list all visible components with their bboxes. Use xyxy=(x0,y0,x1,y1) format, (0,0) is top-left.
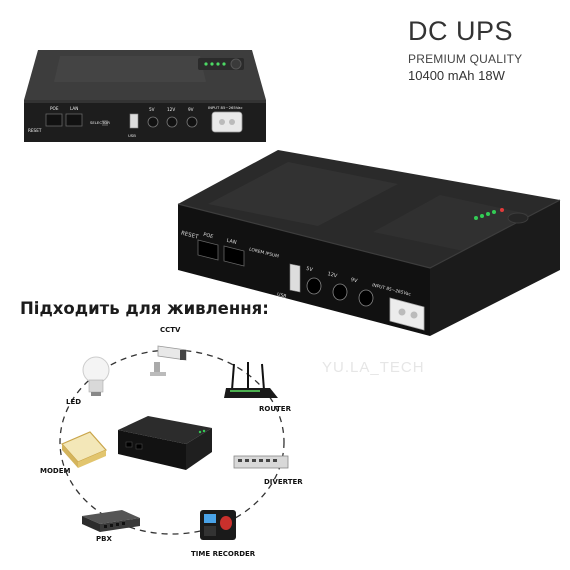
diverter-icon xyxy=(233,455,289,469)
large-9v-label: 9V xyxy=(350,277,358,285)
modem-icon xyxy=(60,431,108,468)
product-title: DC UPS xyxy=(408,16,514,46)
label-led: LED xyxy=(66,398,82,406)
small-lan-label: LAN xyxy=(70,106,78,111)
small-9v-label: 9V xyxy=(188,107,194,112)
product-subtitle: PREMIUM QUALITY xyxy=(408,52,523,66)
large-5v-label: 5V xyxy=(305,266,313,274)
label-time-recorder: TIME RECORDER xyxy=(191,550,256,558)
center-ups-icon xyxy=(118,416,212,470)
label-router: ROUTER xyxy=(259,405,291,413)
dashed-circle xyxy=(59,349,285,535)
large-12v-label: 12V xyxy=(327,271,339,279)
small-5v-label: 5V xyxy=(149,107,155,112)
title-block: DC UPS PREMIUM QUALITY 10400 mAh 18W xyxy=(408,16,558,83)
small-poe-label: POE xyxy=(50,106,59,111)
led-indicators xyxy=(474,208,504,220)
power-button-icon xyxy=(507,212,529,224)
time-recorder-icon xyxy=(200,510,236,540)
large-usb-label: USB xyxy=(276,292,287,300)
label-cctv: CCTV xyxy=(160,326,181,334)
small-12v-label: 12V xyxy=(167,107,175,112)
label-diverter: DIVERTER xyxy=(264,478,303,486)
large-reset-label: RESET xyxy=(180,230,199,240)
compatibility-heading: Підходить для живлення: xyxy=(20,299,269,318)
small-ups-device: RESET POE LAN SELECTOR USB 5V 12V 9V INP… xyxy=(24,50,266,142)
large-lan-label: LAN xyxy=(226,238,237,246)
small-reset-label: RESET xyxy=(28,128,42,133)
led-bulb-icon xyxy=(82,356,110,396)
large-poe-label: POE xyxy=(203,232,214,240)
label-pbx: PBX xyxy=(96,535,112,543)
watermark: YU.LA_TECH xyxy=(322,359,425,376)
router-icon xyxy=(224,362,278,398)
small-usb-label: USB xyxy=(128,133,136,138)
large-ups-device: RESET POE LAN LOREM IPSUM USB 5V 12V 9V … xyxy=(177,150,561,336)
connection-diagram xyxy=(59,345,289,540)
label-modem: MODEM xyxy=(40,467,71,475)
product-specs: 10400 mAh 18W xyxy=(408,68,505,83)
cctv-camera-icon xyxy=(150,345,187,376)
small-selector-label: SELECTOR xyxy=(90,120,110,125)
pbx-icon xyxy=(82,510,140,532)
small-input-label: INPUT 85~265Vac xyxy=(208,105,243,110)
